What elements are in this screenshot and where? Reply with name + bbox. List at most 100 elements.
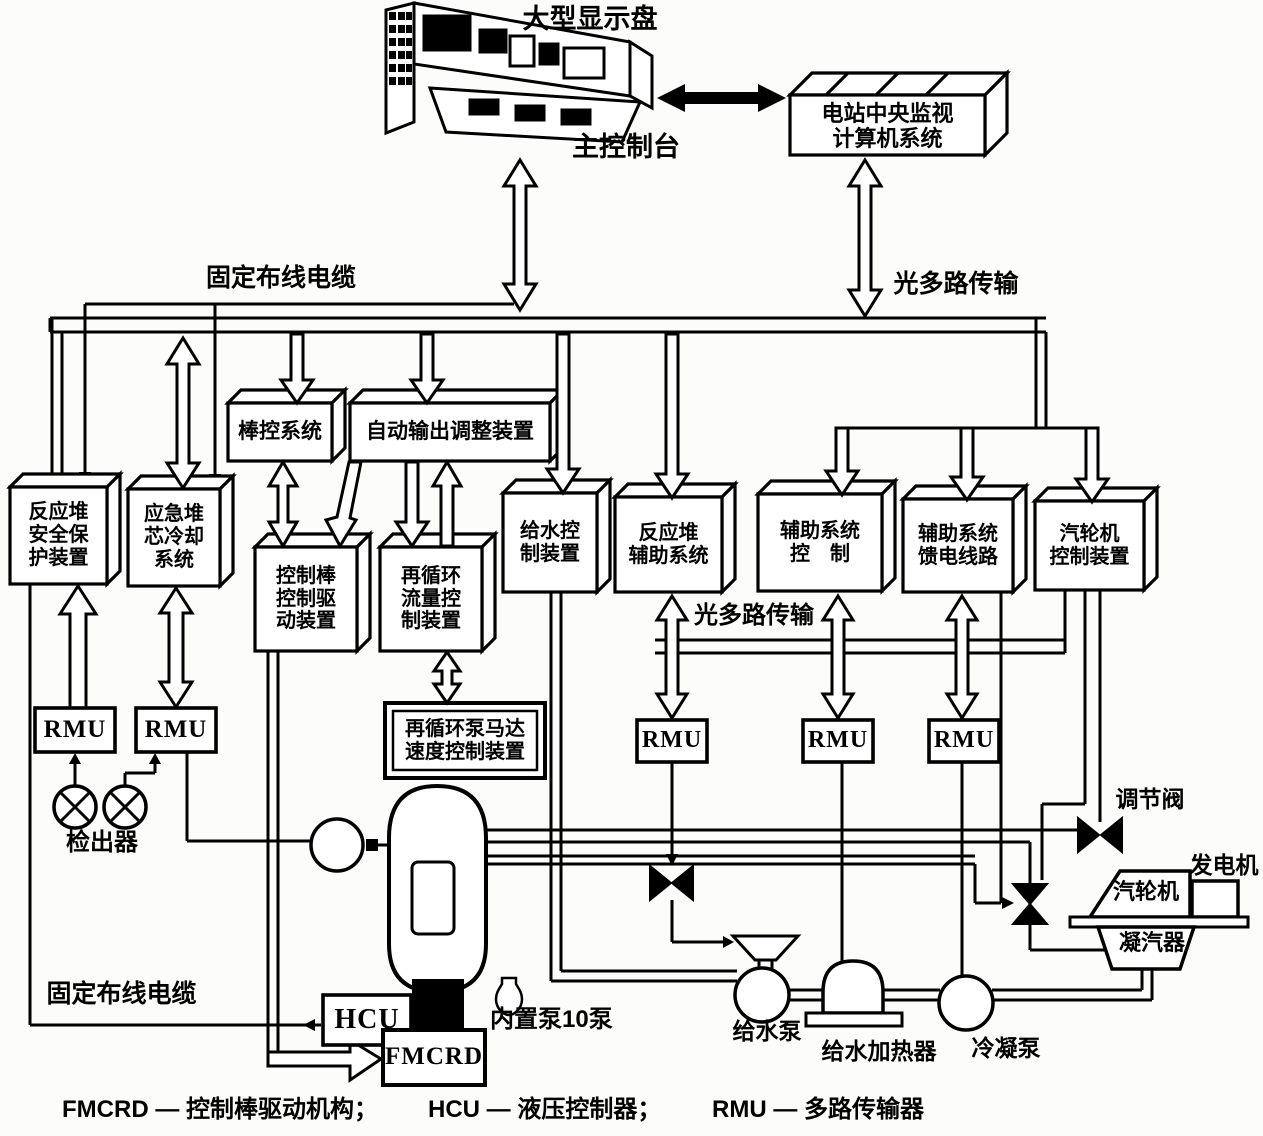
rmu-drop-lines — [185, 752, 964, 976]
recirc-to-pump-motor-arrow — [431, 649, 463, 706]
turbine-ctrl-box — [1031, 484, 1161, 594]
condensate-lines — [790, 967, 1154, 1002]
auto-output-label: 自动输出调整装置 — [366, 420, 534, 444]
console-cabinet-lights — [389, 12, 412, 85]
bypass-valve-symbol — [1010, 883, 1050, 925]
generator-label: 发电机 — [1189, 852, 1259, 878]
reactor-aux-rmu-arrow — [654, 593, 690, 721]
recirc-pump-motor-box — [383, 701, 547, 780]
fixed-cable-bottom-label: 固定布线电缆 — [46, 980, 197, 1008]
hcu-label: HCU — [334, 1004, 400, 1036]
rmu-boxes — [33, 706, 1001, 764]
bus-to-feedwater-arrow — [544, 332, 582, 496]
fiber-bus-line — [655, 590, 1067, 655]
builtin-pumps-label: 内置泵10泵 — [490, 1006, 613, 1033]
legend-fmcrd: FMCRD — 控制棒驱动机构； — [62, 1096, 378, 1123]
valve-to-funnel-line — [670, 900, 734, 948]
reactor-aux-label: 反应堆 辅助系统 — [628, 521, 709, 567]
console-computer-link-arrow — [657, 84, 786, 112]
rmu-label-3: RMU — [641, 727, 703, 754]
aux-control-label: 辅助系统 控 制 — [780, 519, 860, 565]
fmcrd-input-arrow — [266, 1037, 384, 1083]
auto-to-crd-arrow — [323, 460, 363, 550]
feed-heater-symbol — [804, 959, 904, 1028]
fixed-cable-top-label: 固定布线电缆 — [205, 264, 356, 292]
aux-control-rmu-arrow — [820, 593, 856, 721]
bypass-to-condenser-line — [1028, 924, 1108, 952]
big-display-label: 大型显示盘 — [522, 4, 658, 34]
generator-symbol — [1190, 879, 1240, 919]
recirc-to-auto-arrow — [430, 459, 464, 548]
turbine-ctrl-label: 汽轮机 控制装置 — [1049, 522, 1130, 568]
crd-housing — [412, 979, 464, 1031]
detector-label: 检出器 — [66, 829, 138, 856]
regulating-valve-label: 调节阀 — [1115, 786, 1185, 812]
legend-rmu: RMU — 多路传输器 — [712, 1096, 924, 1123]
central-computer-label: 电站中央监视 计算机系统 — [821, 100, 954, 151]
rmu-label-5: RMU — [933, 727, 995, 754]
fiber-top-label: 光多路传输 — [893, 270, 1019, 298]
reactor-vessel — [387, 783, 488, 1031]
detector-lines — [69, 753, 161, 786]
legend-hcu: HCU — 液压控制器； — [428, 1096, 662, 1123]
feedwater-return-lines — [486, 593, 1014, 909]
rmu-eccs-arrow — [157, 585, 195, 710]
eccs-box — [124, 472, 237, 590]
aux-lines-rmu-arrow — [944, 593, 980, 721]
rmu-label-1: RMU — [43, 715, 107, 743]
main-console-label: 主控制台 — [572, 132, 680, 162]
steam-lines — [484, 828, 1078, 884]
reactor-safety-label: 反应堆 安全保 护装置 — [28, 501, 89, 569]
branch-to-aux-control-arrow — [823, 426, 861, 498]
fiber-computer-arrow — [846, 157, 884, 319]
recirc-pump-motor-label: 再循环泵马达 速度控制装置 — [405, 717, 525, 763]
bus-to-rod-control-arrow — [278, 332, 316, 406]
internal-pump-symbol — [309, 817, 389, 873]
aux-lines-box — [899, 482, 1030, 596]
turbine-label: 汽轮机 — [1112, 879, 1179, 904]
turbine-control-lines — [1040, 590, 1102, 880]
cond-pump-label: 冷凝泵 — [971, 1035, 1041, 1061]
feed-pump-symbol — [733, 966, 791, 1024]
sample-flask-symbol — [494, 976, 524, 1017]
bus-to-reactor-aux-arrow — [653, 332, 691, 501]
crd-drive-label: 控制棒 控制驱 动装置 — [276, 564, 336, 633]
feedwater-drop-lines — [549, 592, 737, 983]
fmcrd-label: FMCRD — [384, 1043, 484, 1071]
aux-lines-label: 辅助系统 馈电线路 — [918, 522, 998, 568]
feed-heater-label: 给水加热器 — [821, 1038, 937, 1064]
cond-pump-symbol — [937, 974, 995, 1032]
rod-to-crd-arrow — [266, 459, 300, 549]
feedwater-ctrl-label: 给水控 制装置 — [520, 519, 580, 565]
condenser-label: 凝汽器 — [1118, 930, 1185, 955]
feed-pump-label: 给水泵 — [732, 1018, 802, 1044]
branch-to-aux-lines-arrow — [948, 426, 986, 503]
feedwater-ctrl-box — [499, 476, 614, 596]
bus-to-auto-output-arrow — [408, 332, 446, 406]
detector-symbols — [52, 784, 148, 830]
reactor-core — [410, 860, 456, 936]
rmu-to-safety-arrow — [57, 583, 99, 710]
fmcrd-box — [381, 1028, 487, 1087]
hardwired-scram-loop — [28, 584, 321, 1031]
eccs-label: 应急堆 芯冷却 系统 — [144, 503, 204, 571]
rod-control-box — [224, 386, 349, 465]
recirc-flow-label: 再循环 流量控 制装置 — [401, 564, 461, 633]
fiber-mid-label: 光多路传输 — [694, 602, 814, 629]
rmu-label-2: RMU — [144, 715, 208, 743]
branch-to-turbine-ctrl-arrow — [1073, 426, 1111, 505]
rod-control-label: 棒控系统 — [238, 420, 322, 444]
drain-valve-symbol — [649, 863, 694, 903]
right-branch-line — [836, 318, 1098, 430]
reactor-safety-box — [6, 470, 124, 588]
main-console-illustration — [384, 1, 654, 144]
regulating-valve-symbol — [1077, 814, 1123, 855]
rmu-label-4: RMU — [807, 727, 869, 754]
main-trunk-bus — [48, 316, 1046, 334]
console-bus-arrow — [501, 157, 539, 313]
condenser-symbol — [1095, 925, 1197, 971]
hcu-box — [321, 993, 413, 1047]
bus-eccs-arrow — [164, 335, 202, 491]
